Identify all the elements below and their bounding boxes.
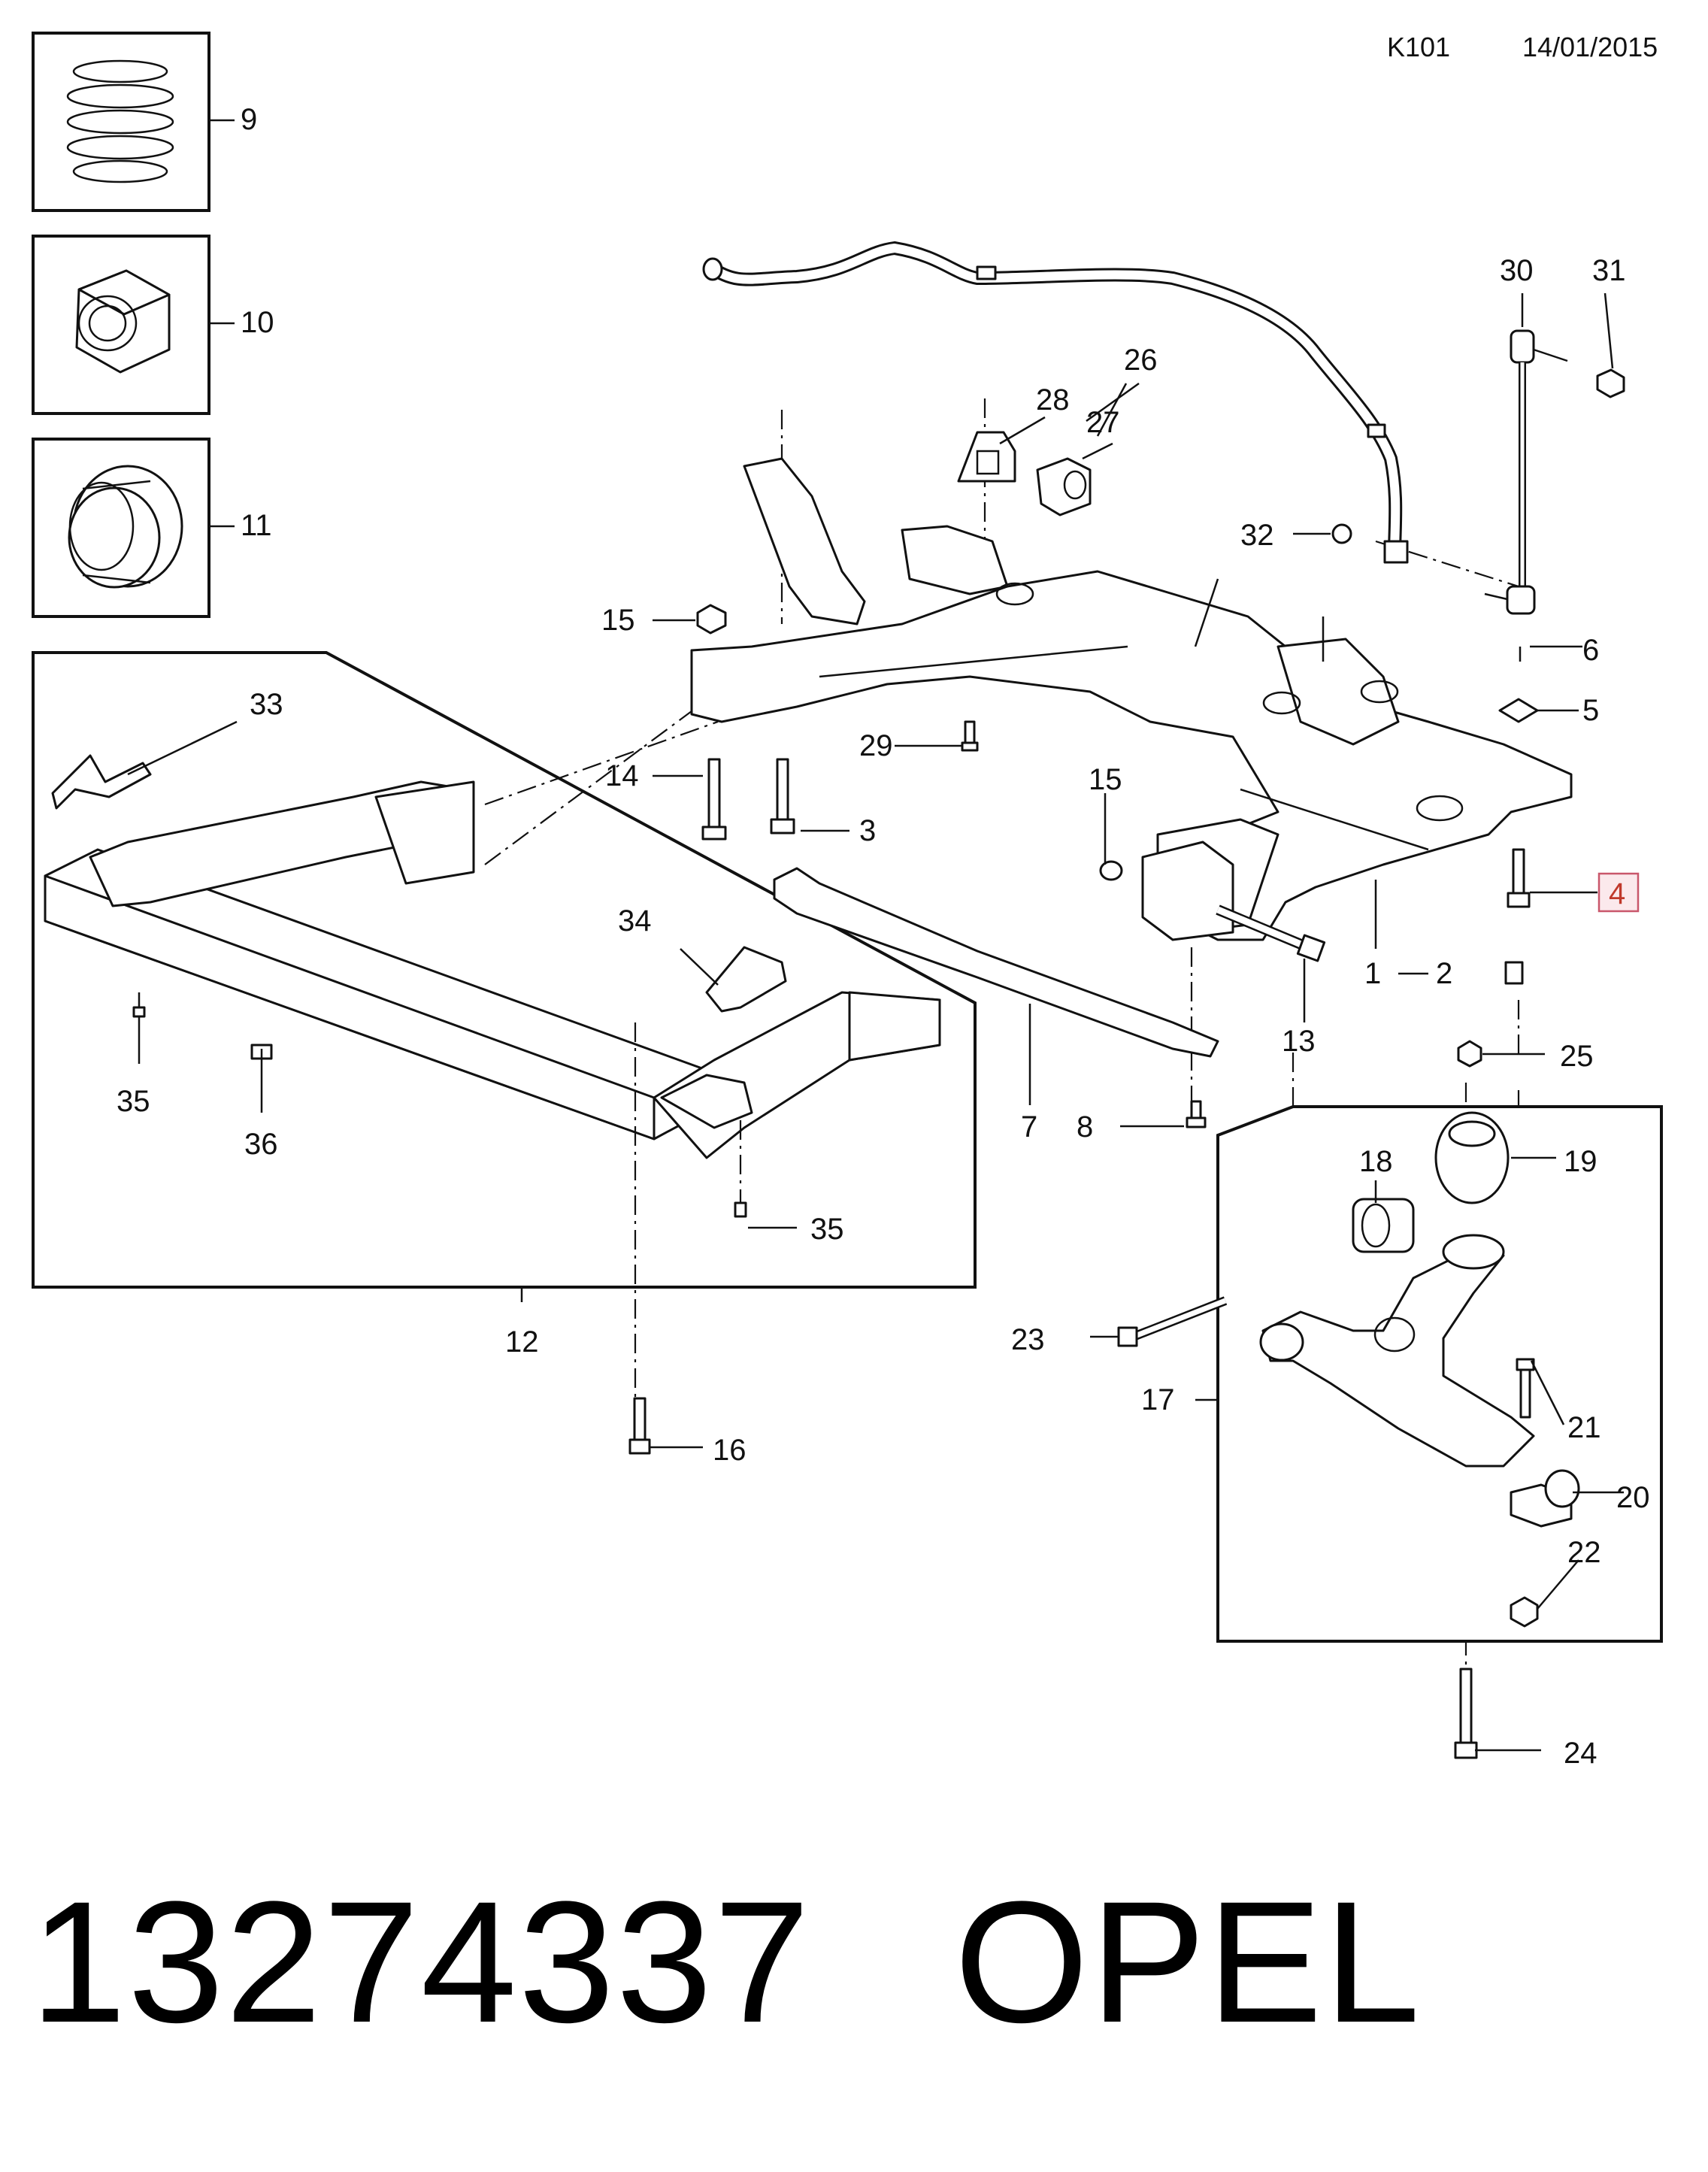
callout-3: 3 <box>859 814 876 847</box>
callout-30: 30 <box>1500 254 1534 287</box>
hex-nut-icon <box>75 269 171 374</box>
part-number-footer: 13274337 OPEL <box>30 1865 1422 2060</box>
bolt-29 <box>961 720 979 752</box>
front-crossmember <box>44 780 941 1159</box>
subframe <box>690 457 1573 949</box>
nut-22 <box>1510 1596 1539 1628</box>
spring-seat-icon <box>68 465 183 589</box>
callout-10: 10 <box>241 306 274 339</box>
callout-15-top: 15 <box>601 604 635 637</box>
callout-17: 17 <box>1141 1383 1175 1416</box>
part-number: 13274337 <box>30 1865 812 2058</box>
bolt-21 <box>1516 1358 1535 1419</box>
inset-spring-seat <box>32 438 235 618</box>
callout-1: 1 <box>1364 957 1381 990</box>
callout-11: 11 <box>241 509 272 542</box>
ball-joint-20 <box>1510 1469 1580 1528</box>
inset-lock-nut <box>32 235 235 415</box>
callout-25: 25 <box>1560 1040 1594 1073</box>
stabilizer-link-30 <box>1484 329 1568 615</box>
callout-28: 28 <box>1036 383 1070 417</box>
bracket-33 <box>51 754 152 810</box>
callout-12: 12 <box>505 1325 539 1359</box>
callout-6: 6 <box>1582 634 1599 667</box>
nut-15-top <box>696 604 727 635</box>
callout-4: 4 <box>1609 877 1625 910</box>
stabilizer-bar <box>702 241 1409 564</box>
callout-labels: 9 10 11 30 31 26 28 27 32 15 6 5 33 29 1… <box>117 103 1650 1770</box>
bushing-2 <box>1504 961 1524 985</box>
callout-18: 18 <box>1359 1145 1393 1178</box>
callout-21: 21 <box>1567 1411 1601 1444</box>
brand-name: OPEL <box>954 1865 1422 2058</box>
nut-32 <box>1331 523 1352 544</box>
callout-4-highlight <box>1597 872 1640 913</box>
callout-33: 33 <box>250 688 283 721</box>
callout-14: 14 <box>605 759 639 792</box>
stabilizer-bushing-27 <box>1036 457 1092 516</box>
inset-coil-spring <box>32 32 235 212</box>
bracket-clamp-28 <box>957 431 1016 483</box>
callout-7: 7 <box>1021 1110 1037 1144</box>
callout-24: 24 <box>1564 1737 1597 1770</box>
bushing-18 <box>1352 1198 1415 1253</box>
diagram-code: K101 <box>1387 32 1450 62</box>
lower-control-arm <box>1259 1234 1535 1468</box>
callout-35-left: 35 <box>117 1085 150 1118</box>
inset-crossmember-frame <box>32 651 977 1302</box>
callout-32: 32 <box>1240 519 1274 552</box>
bolt-16 <box>628 1397 651 1455</box>
leader-lines <box>127 292 1624 1752</box>
callout-16: 16 <box>713 1434 746 1467</box>
callout-15-right: 15 <box>1089 763 1122 796</box>
callout-19: 19 <box>1564 1145 1597 1178</box>
callout-26: 26 <box>1124 344 1158 377</box>
bracket-34 <box>705 946 787 1013</box>
bolt-13 <box>1216 904 1326 962</box>
bolt-3 <box>770 758 795 835</box>
washer-5 <box>1498 698 1539 723</box>
support-bracket-7 <box>773 867 1219 1058</box>
fastener-35-right <box>734 1120 747 1218</box>
nut-25 <box>1457 1040 1482 1068</box>
bolt-8 <box>1186 1100 1207 1128</box>
diagram-date: 14/01/2015 <box>1522 32 1658 62</box>
callout-22: 22 <box>1567 1536 1601 1569</box>
coil-spring-icon <box>66 59 174 183</box>
nut-31 <box>1596 368 1625 398</box>
callout-5: 5 <box>1582 694 1599 727</box>
exploded-parts-diagram: K101 14/01/2015 <box>32 32 1663 1770</box>
callout-29: 29 <box>859 729 893 762</box>
callout-34: 34 <box>618 904 652 938</box>
bolt-24 <box>1454 1668 1478 1759</box>
callout-9: 9 <box>241 103 257 136</box>
callout-20: 20 <box>1616 1481 1650 1514</box>
nut-15-right <box>1099 860 1123 881</box>
callout-2: 2 <box>1436 957 1452 990</box>
callout-8: 8 <box>1077 1110 1093 1144</box>
bolt-23 <box>1117 1296 1228 1347</box>
callout-13: 13 <box>1282 1025 1316 1058</box>
callout-31: 31 <box>1592 254 1626 287</box>
callout-27: 27 <box>1086 406 1120 439</box>
callout-23: 23 <box>1011 1323 1045 1356</box>
bushing-19 <box>1434 1111 1510 1204</box>
bolt-14 <box>701 758 727 841</box>
callout-36: 36 <box>244 1128 278 1161</box>
bolt-4 <box>1507 848 1531 908</box>
fastener-35-left <box>132 992 146 1019</box>
callout-35-right: 35 <box>810 1213 844 1246</box>
